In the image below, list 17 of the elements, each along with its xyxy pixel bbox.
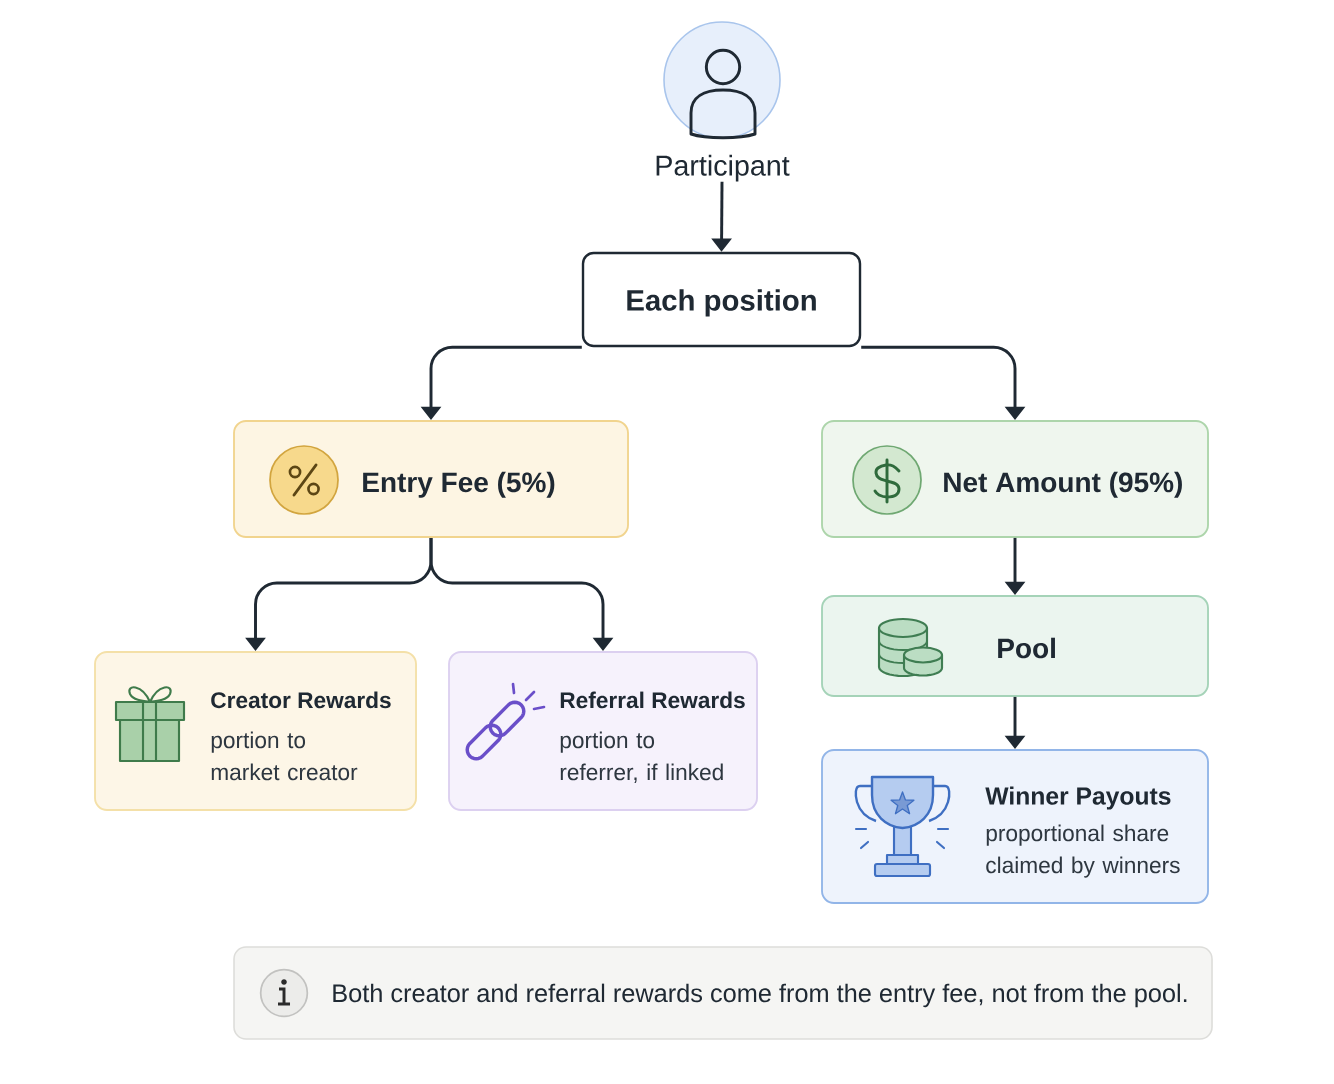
payout-card <box>821 749 1209 904</box>
card-title: Referral Rewards <box>560 691 745 709</box>
note-box: Both creator and referral rewards come from the entry fee, not from the pool. <box>233 946 1213 1040</box>
process-box: Each position <box>581 251 862 348</box>
arrow <box>861 345 1026 420</box>
arrow <box>429 537 614 651</box>
reward-card <box>448 651 758 811</box>
category-box: Entry Fee (5%) <box>233 420 629 538</box>
card-title: Winner Payouts <box>985 786 1171 810</box>
node-label: Participant <box>656 154 790 182</box>
reward-card <box>94 651 417 811</box>
card-text: portion to market creator <box>211 731 358 781</box>
card-title: Creator Rewards <box>211 691 391 709</box>
pool-box: Pool <box>821 595 1209 697</box>
card-text: portion to referrer, if linked <box>560 731 723 783</box>
category-box: Net Amount (95%) <box>821 420 1209 538</box>
card-text: proportional share claimed by winners <box>986 824 1180 878</box>
